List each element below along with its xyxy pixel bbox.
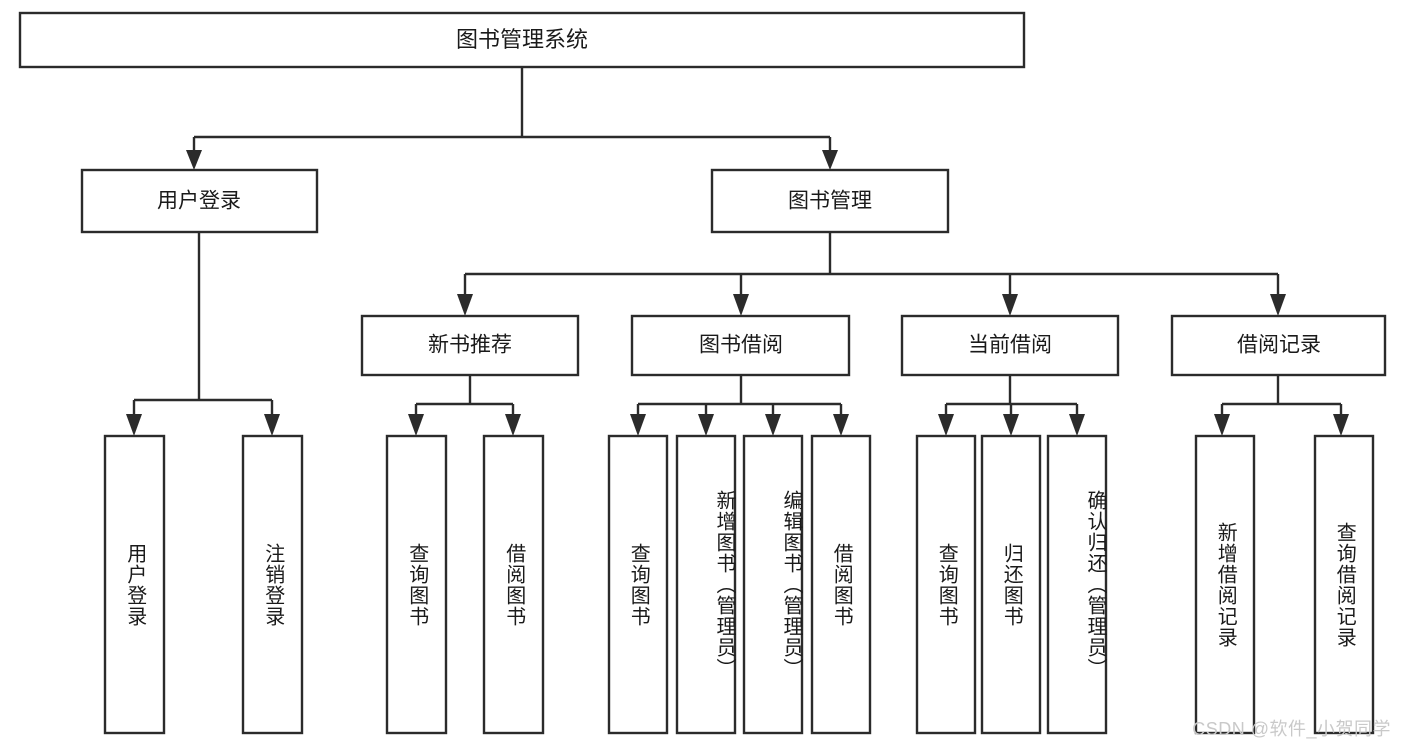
arrow-leaf-query-record bbox=[1333, 414, 1349, 436]
arrow-leaf-return-book bbox=[1003, 414, 1019, 436]
node-user-login[interactable] bbox=[80, 168, 319, 234]
node-leaf-query-record[interactable] bbox=[1313, 434, 1375, 735]
arrow-to-user-login bbox=[186, 150, 202, 170]
node-layer: 图书管理系统 用户登录 图书管理 新书推荐 图书借阅 当前借阅 借阅记录 bbox=[18, 11, 1387, 735]
node-new-book-recommend[interactable] bbox=[360, 314, 580, 377]
connector-layer bbox=[126, 67, 1349, 436]
arrow-to-book-management bbox=[822, 150, 838, 170]
node-book-borrow[interactable] bbox=[630, 314, 851, 377]
arrow-to-book-borrow bbox=[733, 294, 749, 316]
node-leaf-add-record[interactable] bbox=[1194, 434, 1256, 735]
arrow-leaf-query-book-3 bbox=[938, 414, 954, 436]
arrow-leaf-query-book-2 bbox=[630, 414, 646, 436]
node-user-login-label: 用户登录 bbox=[157, 190, 241, 213]
node-new-book-recommend-label: 新书推荐 bbox=[428, 334, 512, 357]
node-leaf-borrow-book-2[interactable] bbox=[810, 434, 872, 735]
node-root[interactable] bbox=[18, 11, 1026, 69]
node-leaf-query-book-3[interactable] bbox=[915, 434, 977, 735]
node-leaf-add-book[interactable] bbox=[675, 434, 737, 735]
node-leaf-query-book-2[interactable] bbox=[607, 434, 669, 735]
node-book-management-label: 图书管理 bbox=[788, 190, 872, 213]
node-borrow-record[interactable] bbox=[1170, 314, 1387, 377]
node-leaf-return-book[interactable] bbox=[980, 434, 1042, 735]
node-leaf-confirm-return[interactable] bbox=[1046, 434, 1108, 735]
node-root-label: 图书管理系统 bbox=[456, 27, 588, 52]
node-leaf-edit-book[interactable] bbox=[742, 434, 804, 735]
arrow-leaf-user-login bbox=[126, 414, 142, 436]
arrow-leaf-edit-book bbox=[765, 414, 781, 436]
node-leaf-borrow-book-1[interactable] bbox=[482, 434, 545, 735]
arrow-leaf-add-record bbox=[1214, 414, 1230, 436]
node-leaf-user-logout[interactable] bbox=[241, 434, 304, 735]
node-current-borrow-label: 当前借阅 bbox=[968, 334, 1052, 357]
arrow-leaf-query-book-1 bbox=[408, 414, 424, 436]
node-leaf-user-login[interactable] bbox=[103, 434, 166, 735]
arrow-leaf-user-logout bbox=[264, 414, 280, 436]
arrow-to-new-book bbox=[457, 294, 473, 316]
node-book-borrow-label: 图书借阅 bbox=[699, 334, 783, 357]
node-leaf-query-book-1[interactable] bbox=[385, 434, 448, 735]
arrow-to-borrow-record bbox=[1270, 294, 1286, 316]
arrow-leaf-add-book bbox=[698, 414, 714, 436]
arrow-leaf-borrow-book-1 bbox=[505, 414, 521, 436]
arrow-leaf-confirm-return bbox=[1069, 414, 1085, 436]
arrow-leaf-borrow-book-2 bbox=[833, 414, 849, 436]
arrow-to-current-borrow bbox=[1002, 294, 1018, 316]
node-current-borrow[interactable] bbox=[900, 314, 1120, 377]
node-borrow-record-label: 借阅记录 bbox=[1237, 334, 1321, 357]
node-book-management[interactable] bbox=[710, 168, 950, 234]
csdn-watermark: CSDN @软件_小贺同学 bbox=[1192, 719, 1391, 739]
